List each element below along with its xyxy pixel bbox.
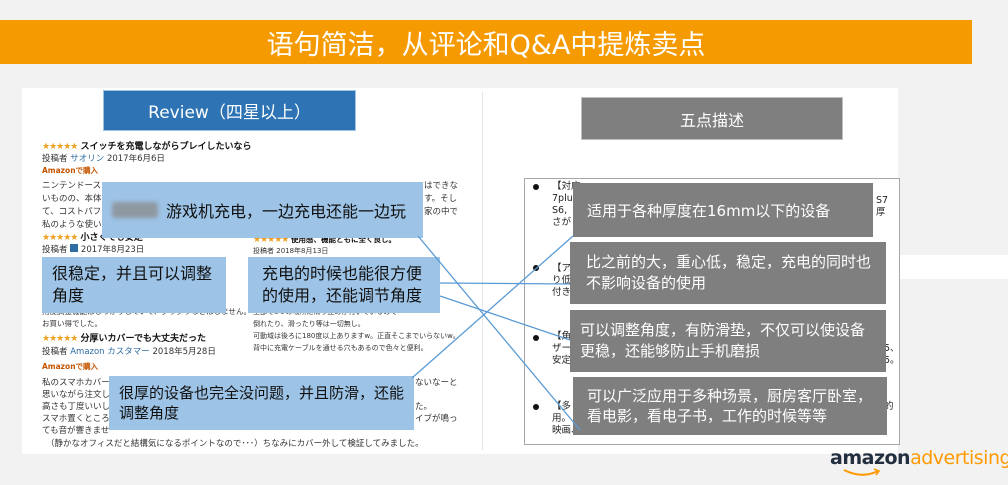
review-3-title-row: ★★★★★ 使用感、機能ともに全く良し。 xyxy=(253,234,396,246)
bullet-3-text: ザー xyxy=(552,343,572,354)
review-4-title: 分厚いカバーでも大丈夫だった xyxy=(80,334,206,344)
review-2-date: 2017年8月23日 xyxy=(80,245,145,255)
review-1-line: ニンテンドース xyxy=(42,181,102,191)
blurred-brand-icon xyxy=(112,202,158,218)
author-avatar-icon[interactable] xyxy=(70,244,79,252)
review-4-line: ないなーと xyxy=(415,378,458,388)
review-callout-3: 充电的时候也能很方便的使用，还能调节角度 xyxy=(248,257,440,313)
bullet-4-text: 映画、 xyxy=(552,425,581,436)
bullet-1-text: 【対応 xyxy=(552,181,581,192)
review-1-title: スイッチを充電しながらプレイしたいなら xyxy=(80,142,252,152)
review-4-line: ても音が響きませ xyxy=(42,426,110,436)
bullet-1-text: S7 xyxy=(876,195,889,206)
review-4-last-line: （静かなオフィスだと結構気になるポイントなので･･･）ちなみにカバー外して検証し… xyxy=(46,439,424,449)
bullet-4-text: 用。 xyxy=(552,413,572,424)
review-4-title-row: ★★★★★ 分厚いカバーでも大丈夫だった xyxy=(42,333,206,345)
review-callout-1: 游戏机充电，一边充电还能一边玩 xyxy=(102,182,423,238)
bullet-3-text: 【角 xyxy=(552,331,572,342)
bullet-2-text: り低 xyxy=(552,275,572,286)
author-prefix: 投稿者 xyxy=(42,347,68,357)
decorative-strip xyxy=(900,255,1008,279)
star-rating-icon: ★★★★★ xyxy=(42,334,78,344)
review-1-line: 家の中で xyxy=(424,207,459,217)
five-points-header-label: 五点描述 xyxy=(679,110,744,130)
logo-amazon: amazon xyxy=(830,447,911,469)
review-3-line: 倒れたり、滑ったり等は一切無し。 xyxy=(253,320,365,328)
review-callout-3-text: 充电的时候也能很方便的使用，还能调节角度 xyxy=(262,264,423,305)
review-3-date: 2018年8月13日 xyxy=(276,247,329,255)
bullet-2-text: 付き xyxy=(552,287,572,298)
selling-point-callout-1: 适用于各种厚度在16mm以下的设备 xyxy=(573,183,873,237)
amazon-advertising-logo: amazonadvertising xyxy=(830,447,1008,469)
selling-point-1-text: 适用于各种厚度在16mm以下的设备 xyxy=(587,201,831,220)
review-1-line: て、コストパフ xyxy=(42,207,102,217)
review-3-line: 可動域は後ろに180度以上ありますw。正直そこまでいらないw。 xyxy=(253,332,460,340)
column-divider xyxy=(482,92,483,450)
review-3-meta: 投稿者 2018年8月13日 xyxy=(253,245,328,257)
review-1-line: す。そし xyxy=(424,194,458,204)
review-callout-4-text: 很厚的设备也完全没问题，并且防滑，还能调整角度 xyxy=(119,384,405,422)
review-2-line: お買い得でした。 xyxy=(42,319,102,328)
bullet-3-text: 安定 xyxy=(552,355,572,366)
review-callout-2-text: 很稳定，并且可以调整角度 xyxy=(52,264,213,305)
review-header-label: Review（四星以上） xyxy=(148,103,311,123)
review-2-title: 小さくても安定 xyxy=(80,233,143,243)
review-4-meta: 投稿者 Amazon カスタマー 2018年5月28日 xyxy=(42,346,216,358)
review-4-line: 私のスマホカバー xyxy=(42,378,110,388)
bullet-4-text: 【多 xyxy=(552,401,572,412)
review-3-line: 背中に充電ケーブルを通せる穴もあるので色々と便利。 xyxy=(253,344,428,352)
review-4-line: スマホ置くところ xyxy=(42,414,110,424)
review-1-title-row: ★★★★★ スイッチを充電しながらプレイしたいなら xyxy=(42,141,252,153)
bullet-1-text: 厚 xyxy=(876,207,886,218)
selling-point-callout-2: 比之前的大，重心低，稳定，充电的同时也不影响设备的使用 xyxy=(570,242,886,304)
review-callout-2: 很稳定，并且可以调整角度 xyxy=(42,257,226,313)
bullet-4-text: 的 xyxy=(884,401,894,412)
review-4-author-link[interactable]: Amazon カスタマー xyxy=(70,347,150,357)
bullet-icon xyxy=(533,184,539,190)
page-title: 语句简洁，从评论和Q&A中提炼卖点 xyxy=(266,29,706,61)
selling-point-callout-4: 可以广泛应用于多种场景，厨房客厅卧室，看电影，看电子书，工作的时候等等 xyxy=(573,377,887,435)
review-callout-4: 很厚的设备也完全没问题，并且防滑，还能调整角度 xyxy=(109,376,414,430)
bullet-icon xyxy=(533,404,539,410)
title-banner: 语句简洁，从评论和Q&A中提炼卖点 xyxy=(0,20,972,64)
amazon-smile-icon xyxy=(843,468,881,476)
review-1-line: 私のような使い xyxy=(42,220,102,230)
bullet-3-text: 5。 xyxy=(884,355,900,366)
review-1-date: 2017年6月6日 xyxy=(106,154,165,164)
selling-point-2-text: 比之前的大，重心低，稳定，充电的同时也不影响设备的使用 xyxy=(586,253,872,292)
five-points-header: 五点描述 xyxy=(581,97,843,140)
review-2-meta: 投稿者 2017年8月23日 xyxy=(42,244,144,256)
bullet-3-text: 5、 xyxy=(884,343,900,354)
bullet-1-text: 7plu xyxy=(552,193,573,204)
review-4-line: イブが鳴っ xyxy=(415,414,458,424)
review-4-badge: Amazonで購入 xyxy=(42,362,99,371)
review-4-date: 2018年5月28日 xyxy=(152,347,216,357)
star-rating-icon: ★★★★★ xyxy=(42,233,78,243)
bullet-icon xyxy=(533,265,539,271)
bullet-1-text: S6, xyxy=(552,205,568,216)
selling-point-callout-3: 可以调整角度，有防滑垫，不仅可以使设备更稳，还能够防止手机磨损 xyxy=(570,310,886,372)
review-3-title: 使用感、機能ともに全く良し。 xyxy=(290,235,396,244)
review-1-line: はできな xyxy=(424,181,459,191)
selling-point-3-text: 可以调整角度，有防滑垫，不仅可以使设备更稳，还能够防止手机磨损 xyxy=(580,321,866,360)
review-4-line: た。 xyxy=(415,402,433,412)
logo-advertising: advertising xyxy=(910,447,1008,469)
review-1-author-link[interactable]: サオリン xyxy=(70,154,105,164)
bullet-1-text: さが xyxy=(552,217,572,228)
review-1-line: いものの、本体 xyxy=(42,194,102,204)
star-rating-icon: ★★★★★ xyxy=(253,235,289,245)
bullet-icon xyxy=(533,335,539,341)
review-2-title-row: ★★★★★ 小さくても安定 xyxy=(42,232,143,244)
review-1-meta: 投稿者 サオリン 2017年6月6日 xyxy=(42,153,165,165)
author-prefix: 投稿者 xyxy=(42,245,68,255)
star-rating-icon: ★★★★★ xyxy=(42,142,78,152)
review-header: Review（四星以上） xyxy=(103,90,356,131)
author-prefix: 投稿者 xyxy=(253,247,274,255)
review-callout-1-text: 游戏机充电，一边充电还能一边玩 xyxy=(166,202,407,221)
review-4-line: 高さも丁度いいし xyxy=(42,402,111,412)
author-prefix: 投稿者 xyxy=(42,154,68,164)
review-1-badge: Amazonで購入 xyxy=(42,166,99,175)
selling-point-4-text: 可以广泛应用于多种场景，厨房客厅卧室，看电影，看电子书，工作的时候等等 xyxy=(587,387,873,425)
review-4-line: 思いながら注文し xyxy=(42,390,111,400)
